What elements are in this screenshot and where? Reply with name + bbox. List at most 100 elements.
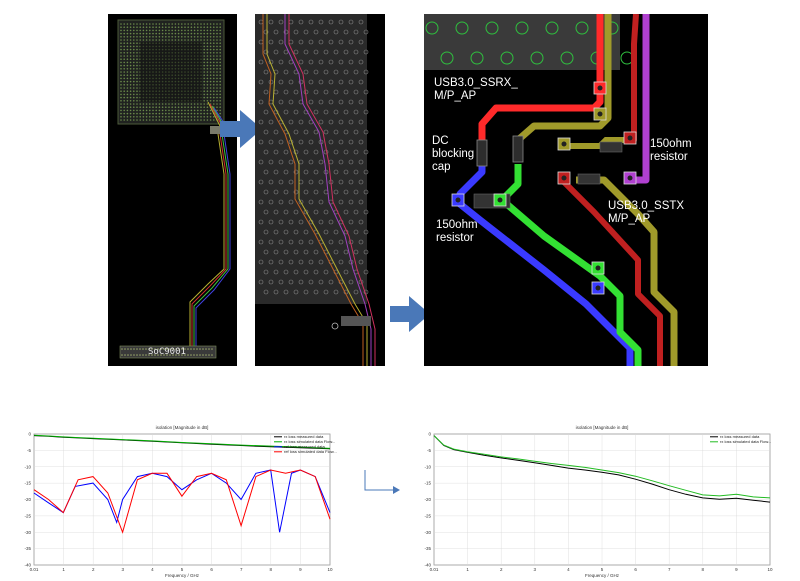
via [263, 89, 269, 95]
via [318, 39, 324, 45]
bga-ball [145, 36, 148, 38]
connector-pin [208, 354, 210, 356]
bga-ball [129, 93, 132, 96]
via [308, 179, 314, 185]
bga-ball [203, 109, 205, 112]
via [288, 79, 294, 85]
bga-ball [184, 106, 186, 108]
bga-ball [129, 119, 132, 121]
connector-pin [145, 354, 147, 356]
bga-ball [136, 90, 138, 92]
via [303, 269, 309, 275]
via [333, 289, 339, 295]
bga-ball [181, 109, 183, 112]
bga-ball [197, 112, 199, 115]
bga-ball [171, 116, 173, 118]
bga-ball [206, 42, 209, 44]
via [303, 249, 309, 255]
via [348, 219, 354, 225]
bga-ball [126, 52, 129, 54]
bga-ball [206, 116, 209, 118]
via [348, 99, 354, 105]
bga-ball [177, 29, 180, 32]
bga-ball [155, 32, 157, 35]
connector-pin [175, 354, 177, 356]
bga-ball [203, 68, 205, 70]
bga-ball [120, 100, 122, 102]
bga-ball [129, 23, 132, 25]
via [268, 239, 274, 245]
bga-ball [129, 64, 132, 67]
bga-ball [142, 116, 145, 118]
x-tick-label: 8 [702, 567, 705, 572]
via [353, 249, 359, 255]
label-150ohm-resistor-left: 150ohm resistor [436, 219, 478, 244]
via [323, 289, 329, 295]
series-line [433, 435, 771, 503]
bga-ball [171, 119, 173, 121]
bga-ball [209, 80, 212, 83]
bga-ball [133, 90, 135, 92]
bga-ball [190, 26, 193, 28]
connector-pin [166, 348, 168, 350]
bga-ball [152, 119, 154, 121]
bga-ball [203, 106, 205, 108]
bga-ball [177, 119, 180, 121]
bga-ball [190, 112, 193, 115]
bga-ball [184, 39, 186, 41]
via [313, 209, 319, 215]
via [278, 279, 284, 285]
bga-ball [184, 109, 186, 112]
via [278, 159, 284, 165]
connector-pin [157, 348, 159, 350]
via [303, 49, 309, 55]
x-tick-label: 4 [567, 567, 570, 572]
via [298, 139, 304, 145]
via [333, 149, 339, 155]
bga-ball [181, 119, 183, 121]
series-line [433, 435, 771, 499]
via [278, 19, 284, 25]
label-dc-blocking-cap: DC blocking cap [432, 135, 475, 173]
bga-ball [145, 106, 148, 108]
via [328, 99, 334, 105]
via [308, 279, 314, 285]
via [363, 29, 369, 35]
bga-ball [190, 116, 193, 118]
via [363, 129, 369, 135]
via [353, 109, 359, 115]
bga-ball [123, 116, 125, 118]
bga-ball [193, 109, 196, 112]
via [338, 179, 344, 185]
bga-ball [181, 112, 183, 115]
bga-ball [177, 103, 180, 105]
connector-pin [124, 348, 126, 350]
dc-blocking-cap-left [476, 139, 488, 167]
bga-ball [139, 112, 141, 115]
bga-ball [219, 74, 221, 76]
bga-ball [203, 36, 205, 38]
component-pads [451, 81, 637, 295]
via [348, 199, 354, 205]
bga-ball [216, 36, 218, 38]
via [298, 159, 304, 165]
bga-ball [133, 71, 135, 73]
bga-ball [136, 36, 138, 38]
bga-ball [181, 116, 183, 118]
bga-ball [216, 32, 218, 35]
bga-ball [145, 116, 148, 118]
bga-ball [219, 106, 221, 108]
bga-ball [136, 100, 138, 102]
via [318, 179, 324, 185]
bga-ball [216, 64, 218, 67]
bga-ball [216, 96, 218, 99]
bga-ball [209, 77, 212, 80]
via [273, 229, 279, 235]
via [358, 99, 364, 105]
via [258, 119, 264, 125]
via [288, 199, 294, 205]
bga-ball [120, 109, 122, 112]
bga-ball [184, 119, 186, 121]
pcb-package-panel: SoC9001 [108, 14, 237, 366]
